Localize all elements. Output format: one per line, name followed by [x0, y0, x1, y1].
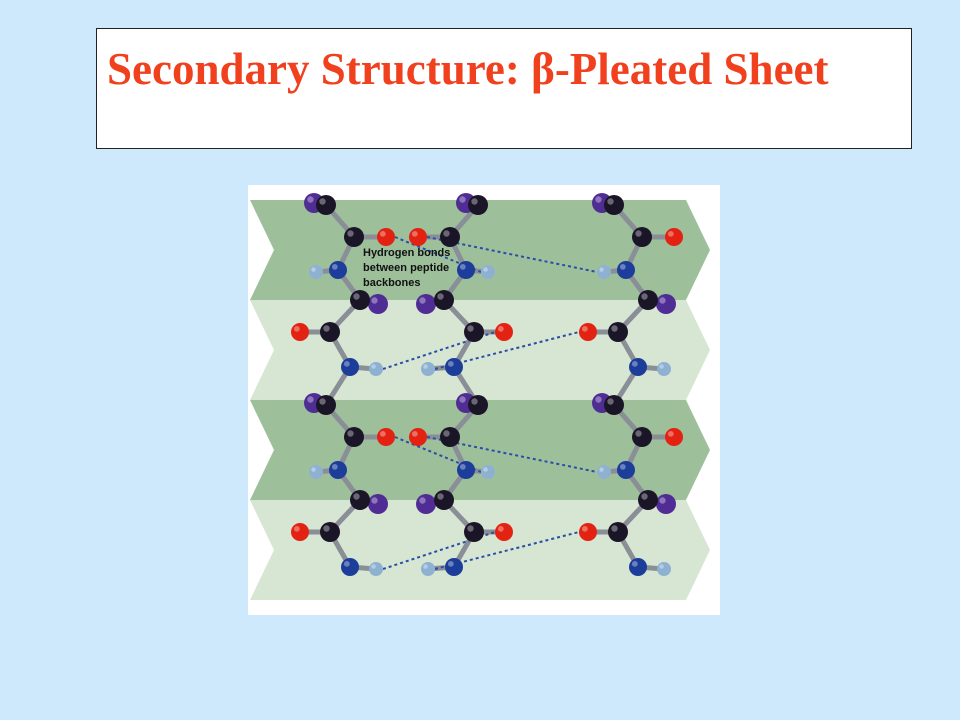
nitrogen-atom [617, 261, 635, 279]
hydrogen-atom [309, 465, 323, 479]
oxygen-atom [409, 428, 427, 446]
nitrogen-atom [341, 558, 359, 576]
hydrogen-atom [657, 562, 671, 576]
nitrogen-atom [445, 358, 463, 376]
hydrogen-atom [657, 362, 671, 376]
slide-title: Secondary Structure: β-Pleated Sheet [107, 44, 829, 94]
carbon-atom [638, 290, 658, 310]
carbon-atom [434, 290, 454, 310]
hydrogen-atom [481, 465, 495, 479]
nitrogen-atom [617, 461, 635, 479]
carbon-atom [344, 427, 364, 447]
oxygen-atom [665, 228, 683, 246]
oxygen-atom [377, 228, 395, 246]
callout-line-1: Hydrogen bonds [363, 247, 450, 259]
hydrogen-atom [369, 362, 383, 376]
carbon-atom [604, 195, 624, 215]
carbon-atom [608, 522, 628, 542]
pleat-band [250, 200, 710, 300]
side-chain [368, 494, 388, 514]
oxygen-atom [579, 523, 597, 541]
pleat-band [250, 500, 710, 600]
callout-line-3: backbones [363, 277, 420, 289]
carbon-atom [440, 227, 460, 247]
oxygen-atom [409, 228, 427, 246]
hydrogen-bond [426, 436, 598, 473]
nitrogen-atom [629, 558, 647, 576]
oxygen-atom [377, 428, 395, 446]
nitrogen-atom [341, 358, 359, 376]
hydrogen-atom [421, 562, 435, 576]
side-chain [416, 294, 436, 314]
pleat-band [250, 300, 710, 400]
carbon-atom [464, 322, 484, 342]
carbon-atom [638, 490, 658, 510]
nitrogen-atom [457, 461, 475, 479]
nitrogen-atom [457, 261, 475, 279]
carbon-atom [434, 490, 454, 510]
atoms [291, 193, 683, 576]
carbon-atom [440, 427, 460, 447]
pleat-bands [250, 200, 710, 600]
side-chain [416, 494, 436, 514]
oxygen-atom [579, 323, 597, 341]
oxygen-atom [495, 323, 513, 341]
carbon-atom [468, 395, 488, 415]
oxygen-atom [291, 323, 309, 341]
side-chain [656, 294, 676, 314]
carbon-atom [350, 490, 370, 510]
carbon-atom [320, 322, 340, 342]
hydrogen-atom [597, 465, 611, 479]
slide-title-box: Secondary Structure: β-Pleated Sheet [96, 28, 912, 149]
carbon-atom [464, 522, 484, 542]
carbon-atom [608, 322, 628, 342]
pleat-band [250, 400, 710, 500]
hydrogen-atom [309, 265, 323, 279]
carbon-atom [632, 227, 652, 247]
nitrogen-atom [445, 558, 463, 576]
nitrogen-atom [629, 358, 647, 376]
hydrogen-atom [481, 265, 495, 279]
carbon-atom [468, 195, 488, 215]
beta-sheet-figure: Hydrogen bonds between peptide backbones [248, 185, 720, 615]
nitrogen-atom [329, 461, 347, 479]
carbon-atom [316, 395, 336, 415]
oxygen-atom [291, 523, 309, 541]
carbon-atom [604, 395, 624, 415]
nitrogen-atom [329, 261, 347, 279]
callout-line-2: between peptide [363, 262, 449, 274]
carbon-atom [632, 427, 652, 447]
hydrogen-atom [421, 362, 435, 376]
side-chain [368, 294, 388, 314]
carbon-atom [316, 195, 336, 215]
hydrogen-bond [426, 236, 598, 273]
carbon-atom [320, 522, 340, 542]
hydrogen-atom [369, 562, 383, 576]
carbon-atom [344, 227, 364, 247]
side-chain [656, 494, 676, 514]
oxygen-atom [495, 523, 513, 541]
carbon-atom [350, 290, 370, 310]
oxygen-atom [665, 428, 683, 446]
hydrogen-atom [597, 265, 611, 279]
beta-sheet-diagram: Hydrogen bonds between peptide backbones [250, 193, 710, 600]
